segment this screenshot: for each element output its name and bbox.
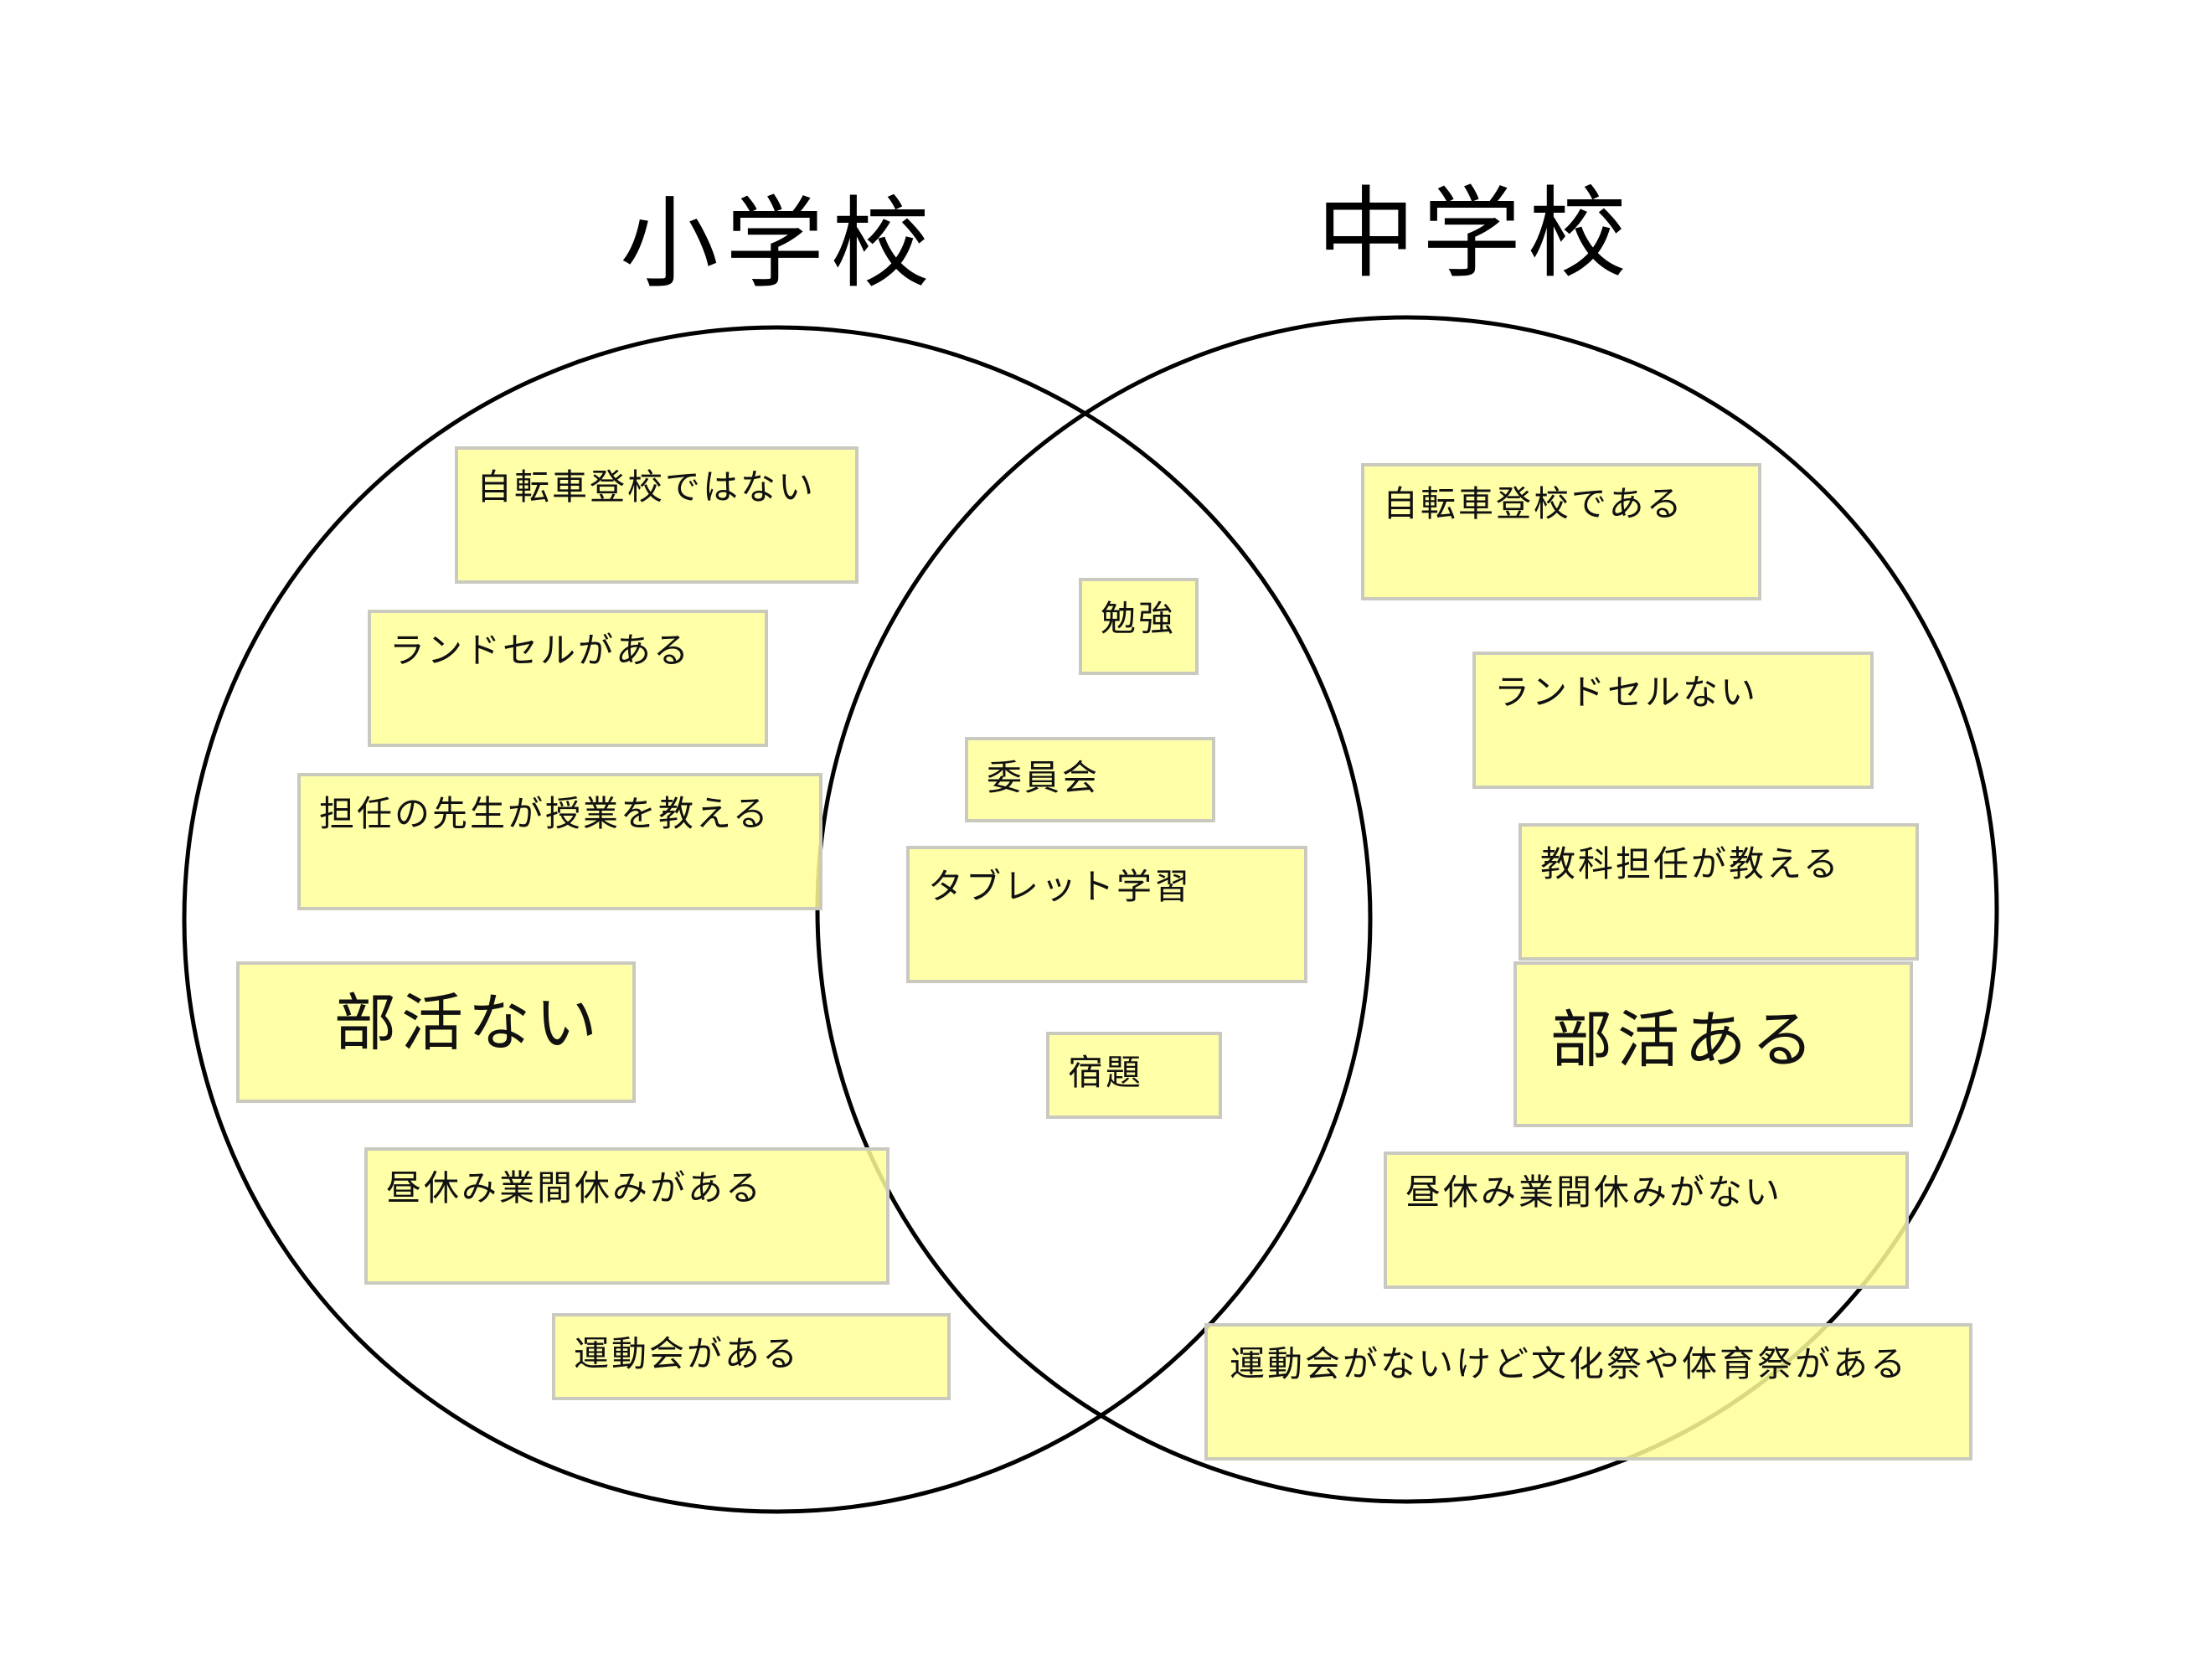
- sticky-note-junior-no-recess: 昼休み業間休みがない: [1384, 1152, 1909, 1289]
- sticky-note-shared-committee: 委員会: [965, 737, 1215, 822]
- sticky-note-elementary-homeroom-teacher: 担任の先生が授業を教える: [297, 773, 822, 910]
- sticky-note-junior-festivals: 運動会がないけど文化祭や体育祭がある: [1204, 1323, 1972, 1461]
- sticky-note-elementary-randoseru: ランドセルがある: [368, 610, 768, 747]
- elementary-school-title: 小学校: [620, 186, 937, 301]
- elementary-school-circle: [182, 325, 1373, 1514]
- sticky-note-elementary-recess: 昼休み業間休みがある: [364, 1147, 889, 1285]
- sticky-note-shared-homework: 宿題: [1046, 1032, 1222, 1119]
- sticky-note-elementary-sports-day: 運動会がある: [552, 1313, 951, 1400]
- junior-high-school-title: 中学校: [1317, 176, 1634, 291]
- sticky-note-junior-no-randoseru: ランドセルない: [1472, 652, 1874, 789]
- sticky-note-junior-club: 部活ある: [1513, 961, 1913, 1127]
- sticky-note-shared-tablet-learning: タブレット学習: [906, 846, 1307, 983]
- sticky-note-elementary-no-bike: 自転車登校ではない: [455, 446, 859, 584]
- sticky-note-junior-subject-teacher: 教科担任が教える: [1518, 823, 1919, 961]
- sticky-note-junior-bike: 自転車登校である: [1361, 463, 1761, 600]
- sticky-note-shared-study: 勉強: [1079, 578, 1199, 675]
- sticky-note-elementary-no-club: 部活ない: [236, 961, 636, 1103]
